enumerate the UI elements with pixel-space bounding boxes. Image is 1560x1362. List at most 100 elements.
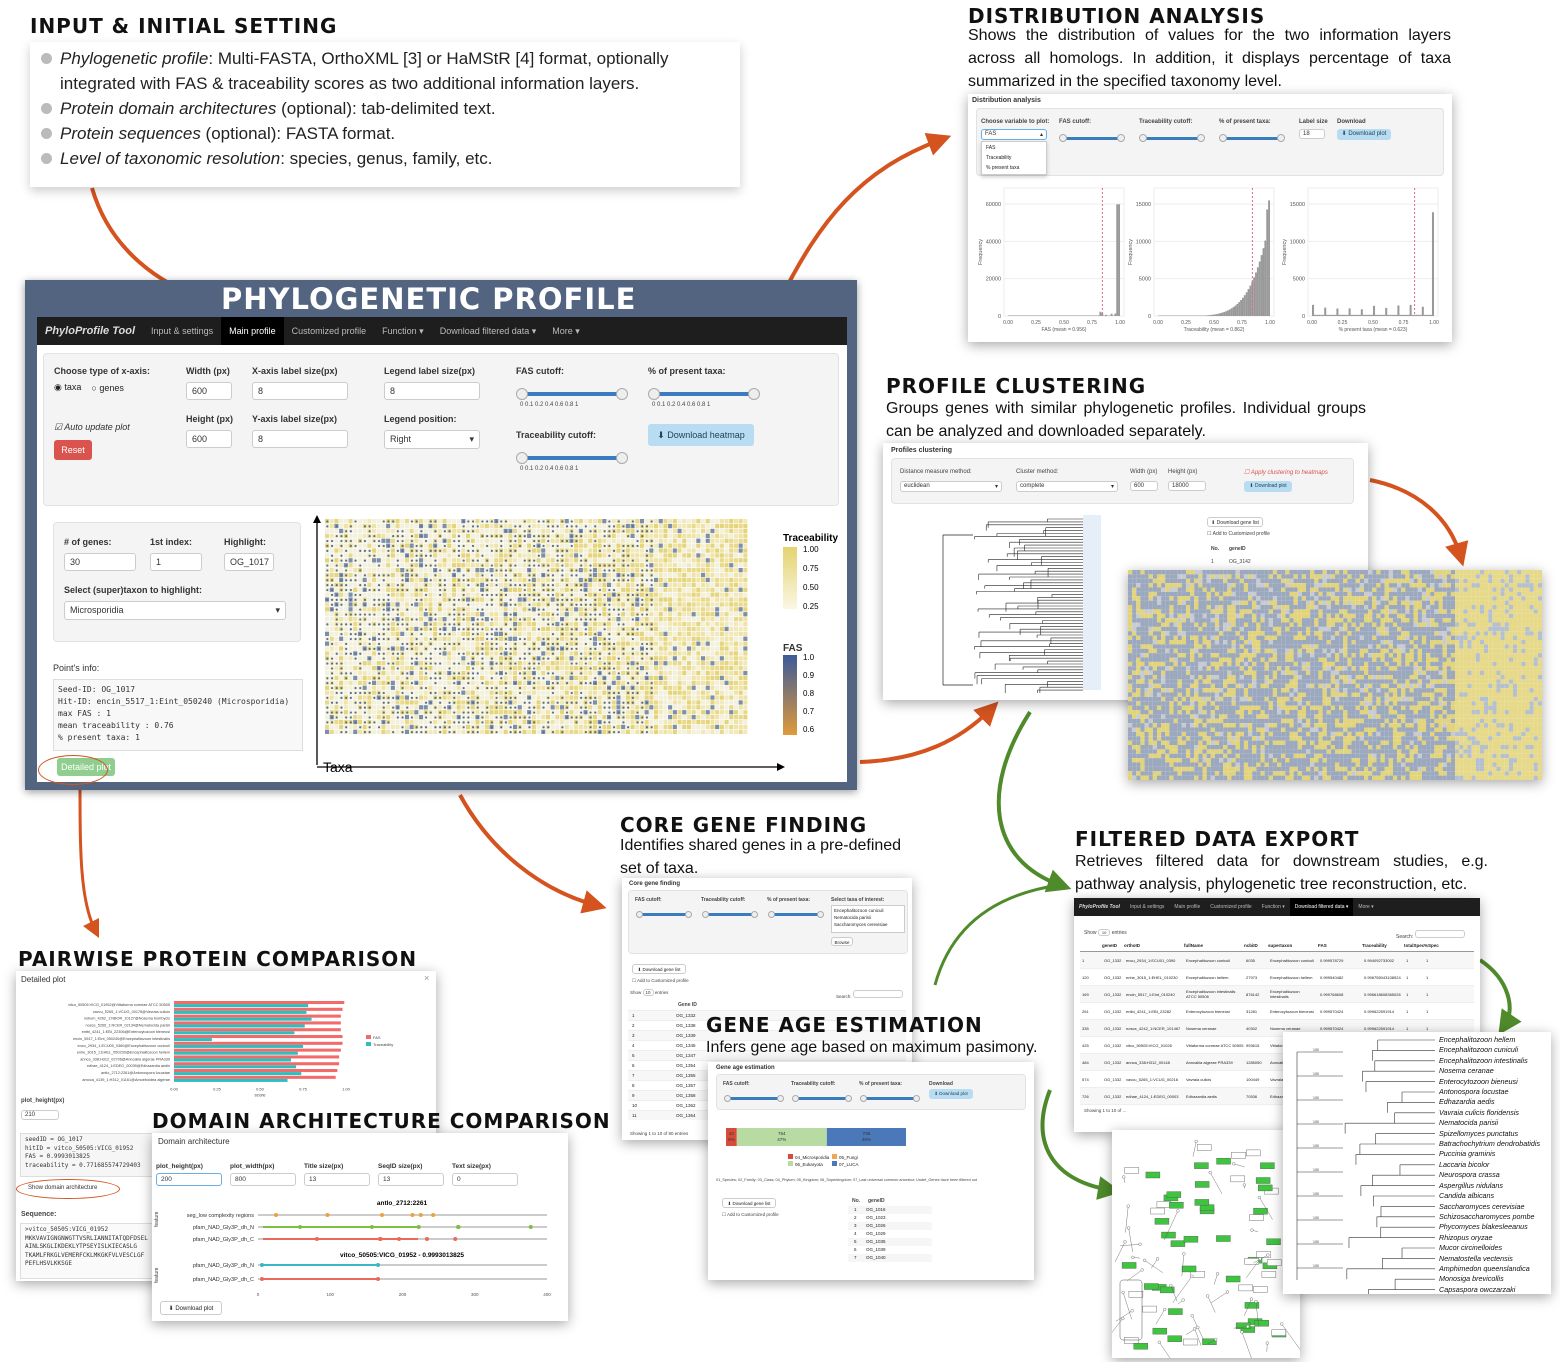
heatmap-dot — [363, 603, 367, 606]
heatmap-dot — [377, 647, 381, 650]
heatmap-cell — [428, 646, 433, 651]
heatmap-cell — [733, 543, 738, 548]
heatmap-cell — [724, 528, 729, 534]
heatmap-cell — [564, 572, 569, 578]
heatmap-cell — [560, 715, 565, 720]
heatmap-dot — [453, 711, 456, 714]
nav-customized-profile[interactable]: Customized profile — [291, 326, 367, 336]
heatmap-cell — [583, 675, 588, 681]
heatmap-dot — [589, 618, 592, 621]
radio-genes[interactable]: ○ genes — [91, 382, 124, 393]
heatmap-cell — [348, 582, 353, 587]
heatmap-cell — [724, 626, 729, 632]
heatmap-cell — [701, 582, 706, 587]
nav-main-profile[interactable]: Main profile — [221, 317, 284, 345]
heatmap-cell — [635, 553, 640, 558]
heatmap-cell — [644, 582, 649, 587]
heatmap-cell — [372, 661, 377, 666]
heatmap-cell — [334, 656, 339, 661]
heatmap-dot — [486, 686, 489, 690]
legend-size-input[interactable]: 8 — [384, 382, 480, 400]
heatmap-cell — [635, 651, 640, 656]
heatmap-dot — [580, 584, 583, 587]
reset-button[interactable]: Reset — [54, 440, 92, 460]
genes-count-input[interactable]: 30 — [64, 553, 136, 571]
heatmap-dot — [584, 603, 587, 606]
nav-input-settings[interactable]: Input & settings — [151, 326, 214, 336]
heatmap-cell — [625, 548, 630, 553]
heatmap-dot — [396, 637, 399, 641]
heatmap-cell — [545, 558, 550, 563]
heatmap-dot — [424, 662, 428, 665]
heatmap-cell — [531, 568, 536, 573]
heatmap-dot — [518, 657, 522, 660]
xlab-size-input[interactable]: 8 — [252, 382, 348, 400]
heatmap-dot — [636, 628, 639, 631]
heatmap-dot — [547, 642, 550, 646]
heatmap-cell — [733, 631, 738, 636]
legend-pos-select[interactable]: Right▾ — [384, 430, 480, 449]
heatmap-dot — [471, 549, 475, 552]
heatmap-cell — [527, 587, 532, 592]
heatmap-dot — [537, 613, 540, 616]
heatmap-cell — [705, 621, 710, 627]
present-taxa-slider[interactable] — [648, 388, 760, 400]
heatmap-cell — [503, 553, 508, 558]
auto-update-checkbox[interactable]: ☑ Auto update plot — [54, 422, 130, 432]
heatmap-cell — [583, 533, 588, 538]
heatmap-dot — [392, 544, 395, 548]
heatmap-cell — [654, 523, 659, 529]
heatmap-cell — [376, 523, 381, 529]
heatmap-dot — [330, 593, 334, 597]
heatmap-dot — [424, 686, 428, 690]
heatmap-cell — [616, 582, 621, 587]
heatmap-cell — [325, 631, 330, 636]
heatmap-dot — [636, 711, 639, 714]
heatmap-cell — [484, 641, 489, 646]
ylab-size-input[interactable]: 8 — [252, 430, 348, 448]
heatmap-cell — [701, 538, 706, 543]
heatmap-dot — [462, 520, 465, 523]
heatmap-cell — [400, 636, 405, 641]
heatmap-cell — [447, 553, 452, 558]
heatmap-dot — [622, 554, 625, 557]
heatmap-cell — [686, 597, 691, 602]
heatmap-cell — [423, 675, 428, 681]
heatmap-cell — [409, 523, 414, 529]
highlight-select[interactable]: OG_1017 — [224, 553, 274, 571]
heatmap-cell — [376, 656, 381, 661]
main-brand[interactable]: PhyloProfile Tool — [45, 325, 136, 337]
heatmap-cell — [564, 675, 569, 681]
width-input[interactable]: 600 — [186, 382, 232, 400]
heatmap-dot — [382, 667, 385, 670]
heatmap-cell — [442, 553, 447, 558]
heatmap-cell — [414, 621, 419, 627]
heatmap-dot — [570, 633, 573, 636]
heatmap-cell — [621, 631, 626, 636]
heatmap-cell — [719, 538, 724, 543]
supertaxon-select[interactable]: Microsporidia▾ — [64, 601, 286, 620]
heatmap-cell — [677, 568, 682, 573]
heatmap-cell — [705, 533, 710, 538]
heatmap-cell — [635, 523, 640, 529]
trace-cutoff-slider[interactable] — [516, 452, 628, 464]
heatmap-cell — [710, 685, 715, 690]
first-index-input[interactable]: 1 — [150, 553, 202, 571]
heatmap-cell — [564, 533, 569, 538]
radio-taxa[interactable]: ◉ taxa — [54, 382, 82, 392]
heatmap-cell — [522, 705, 527, 710]
fas-cutoff-slider[interactable] — [516, 388, 628, 400]
heatmap-cell — [677, 572, 682, 578]
download-heatmap-button[interactable]: ⬇ Download heatmap — [648, 424, 754, 446]
heatmap-cell — [588, 607, 593, 612]
nav-more[interactable]: More ▾ — [552, 325, 580, 336]
height-input[interactable]: 600 — [186, 430, 232, 448]
heatmap-dot — [504, 637, 508, 641]
heatmap-cell — [423, 523, 428, 529]
heatmap-cell — [705, 538, 710, 543]
heatmap-cell — [386, 705, 391, 710]
nav-download-filtered[interactable]: Download filtered data ▾ — [439, 325, 537, 336]
heatmap-cell — [668, 592, 673, 597]
nav-function[interactable]: Function ▾ — [382, 325, 424, 336]
heatmap-dot — [650, 579, 653, 582]
